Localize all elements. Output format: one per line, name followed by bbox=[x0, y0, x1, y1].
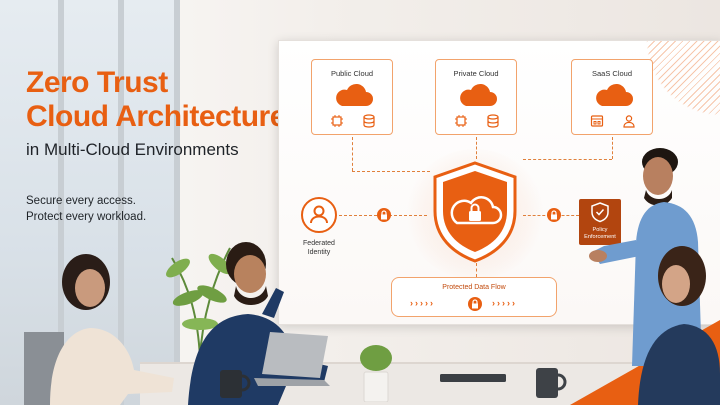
protected-data-flow-box: Protected Data Flow ››››› ››››› bbox=[391, 277, 557, 317]
policy-shield-icon bbox=[591, 202, 609, 223]
database-icon bbox=[363, 114, 375, 128]
database-icon bbox=[487, 114, 499, 128]
saas-cloud-label: SaaS Cloud bbox=[591, 69, 633, 78]
policy-label-line-2: Enforcement bbox=[584, 234, 616, 240]
woman-seated-left bbox=[24, 254, 174, 405]
cloud-icon bbox=[460, 83, 497, 106]
coffee-mug-image bbox=[220, 370, 251, 398]
policy-enforcement-label: Policy Enforcement bbox=[579, 227, 621, 241]
coffee-mug-image bbox=[536, 368, 567, 398]
lock-icon bbox=[547, 208, 561, 222]
connector-line bbox=[523, 159, 612, 160]
flow-arrows-icon: ››››› bbox=[492, 298, 517, 308]
federated-identity-label: Federated Identity bbox=[289, 239, 349, 257]
federated-identity-label-line-1: Federated bbox=[303, 240, 335, 247]
private-cloud-label: Private Cloud bbox=[453, 69, 499, 78]
decorative-stripes bbox=[641, 41, 720, 131]
headline-line-1: Zero Trust bbox=[26, 66, 168, 99]
lock-icon bbox=[377, 208, 391, 222]
tablet-image bbox=[440, 374, 506, 382]
protected-data-flow-label: Protected Data Flow bbox=[442, 284, 506, 291]
public-cloud-box: Public Cloud bbox=[311, 59, 393, 135]
policy-label-line-1: Policy bbox=[592, 227, 608, 233]
private-cloud-box: Private Cloud bbox=[435, 59, 517, 135]
laptop-image bbox=[254, 332, 330, 386]
tagline-line-2: Protect every workload. bbox=[26, 211, 147, 223]
tagline-line-1: Secure every access. bbox=[26, 195, 136, 207]
connector-line bbox=[352, 137, 353, 171]
saas-cloud-box: SaaS Cloud bbox=[571, 59, 653, 135]
identity-user-icon bbox=[310, 205, 328, 224]
flow-arrows-icon: ››››› bbox=[410, 298, 435, 308]
chip-icon bbox=[455, 115, 467, 127]
table-plant-image bbox=[360, 345, 392, 402]
shield-icon bbox=[433, 161, 517, 263]
federated-identity-node bbox=[301, 197, 337, 233]
lock-icon bbox=[468, 297, 482, 311]
plant-image bbox=[166, 247, 232, 358]
chip-icon bbox=[331, 115, 343, 127]
public-cloud-label: Public Cloud bbox=[330, 69, 374, 78]
headline: Zero Trust Cloud Architecture in Multi-C… bbox=[26, 66, 286, 160]
headline-line-3: in Multi-Cloud Environments bbox=[26, 140, 239, 159]
connector-line bbox=[476, 137, 477, 159]
cloud-icon bbox=[336, 83, 373, 106]
window-mullion bbox=[58, 0, 64, 405]
connector-line bbox=[352, 171, 430, 172]
headline-line-2: Cloud Architecture bbox=[26, 100, 286, 133]
window-mullion bbox=[118, 0, 124, 405]
policy-enforcement-node: Policy Enforcement bbox=[579, 199, 621, 245]
projection-screen: Public Cloud Private Cloud bbox=[278, 40, 720, 325]
window-mullion bbox=[174, 0, 180, 405]
tagline: Secure every access. Protect every workl… bbox=[26, 193, 146, 225]
connector-line bbox=[612, 137, 613, 159]
cloud-icon bbox=[596, 83, 633, 106]
federated-identity-label-line-2: Identity bbox=[307, 249, 331, 256]
woman-seated-right bbox=[638, 246, 720, 405]
connector-line bbox=[476, 263, 477, 277]
browser-window-icon bbox=[590, 115, 604, 127]
user-icon bbox=[623, 115, 635, 128]
